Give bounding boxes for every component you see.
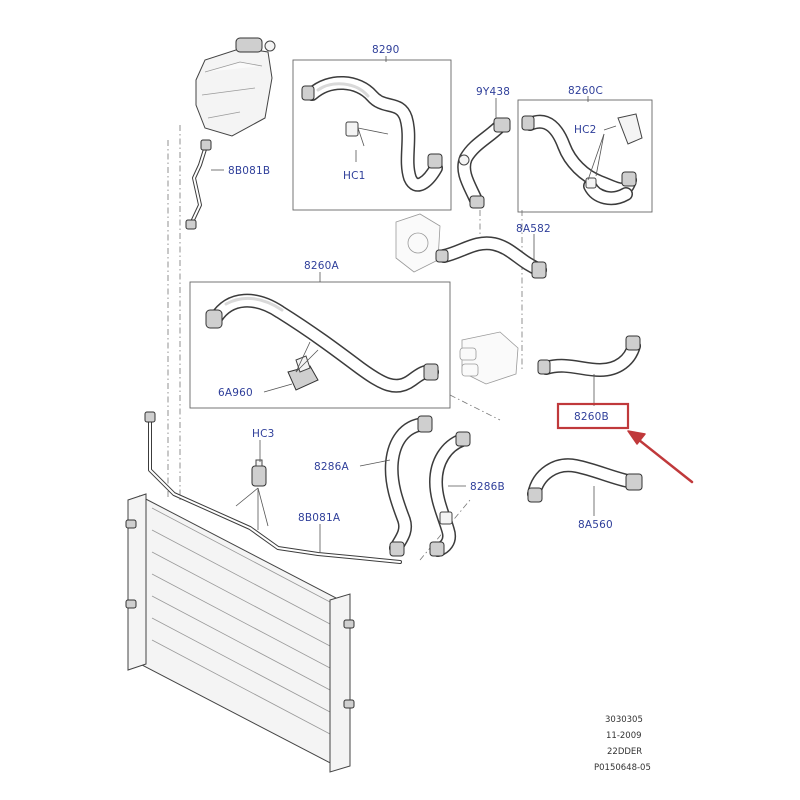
hose-8290 bbox=[301, 75, 443, 192]
doc-line-3: 22DDER bbox=[607, 747, 642, 757]
hose-8286a bbox=[384, 415, 433, 557]
highlight-arrow bbox=[627, 430, 694, 484]
hose-9y438 bbox=[457, 117, 511, 209]
label-8260c: 8260C bbox=[568, 85, 603, 97]
hose-8a582 bbox=[435, 236, 547, 279]
group-box-8290 bbox=[292, 59, 452, 211]
label-hc2: HC2 bbox=[574, 124, 597, 136]
hose-8a560 bbox=[527, 458, 643, 503]
highlight-8260b: 8260B bbox=[556, 402, 630, 430]
label-8a582: 8A582 bbox=[516, 223, 551, 235]
bleed-tube-8b081b bbox=[185, 139, 212, 230]
water-pump-ghost bbox=[395, 213, 441, 273]
label-8260b: 8260B bbox=[574, 411, 609, 423]
label-8286a: 8286A bbox=[314, 461, 350, 473]
label-8290: 8290 bbox=[372, 44, 400, 56]
hose-8286b bbox=[429, 431, 471, 557]
hose-8260b bbox=[537, 335, 641, 377]
group-box-8260c bbox=[517, 99, 653, 213]
label-9y438: 9Y438 bbox=[476, 86, 510, 98]
label-8286b: 8286B bbox=[470, 481, 505, 493]
label-8260a: 8260A bbox=[304, 260, 340, 272]
label-6a960: 6A960 bbox=[218, 387, 253, 399]
clip-hc3 bbox=[251, 459, 267, 487]
document-reference: 3030305 11-2009 22DDER P0150648-05 bbox=[594, 715, 651, 773]
hose-8260c bbox=[521, 113, 643, 206]
radiator bbox=[125, 493, 355, 773]
coolant-reservoir bbox=[195, 37, 276, 137]
dashed-routing-lines bbox=[167, 125, 523, 561]
bleed-tube-8b081a bbox=[144, 411, 402, 564]
label-8a560: 8A560 bbox=[578, 519, 613, 531]
label-hc3: HC3 bbox=[252, 428, 275, 440]
label-hc1: HC1 bbox=[343, 170, 366, 182]
thermostat-housing-ghost bbox=[459, 331, 519, 385]
leader-lines bbox=[211, 56, 617, 552]
highlight-box bbox=[556, 402, 630, 430]
bracket-6a960 bbox=[287, 355, 319, 391]
doc-line-4: P0150648-05 bbox=[594, 763, 651, 773]
doc-line-2: 11-2009 bbox=[606, 731, 642, 741]
label-8b081a: 8B081A bbox=[298, 512, 341, 524]
label-8b081b: 8B081B bbox=[228, 165, 270, 177]
doc-line-1: 3030305 bbox=[605, 715, 643, 725]
hose-8260a bbox=[205, 293, 439, 393]
